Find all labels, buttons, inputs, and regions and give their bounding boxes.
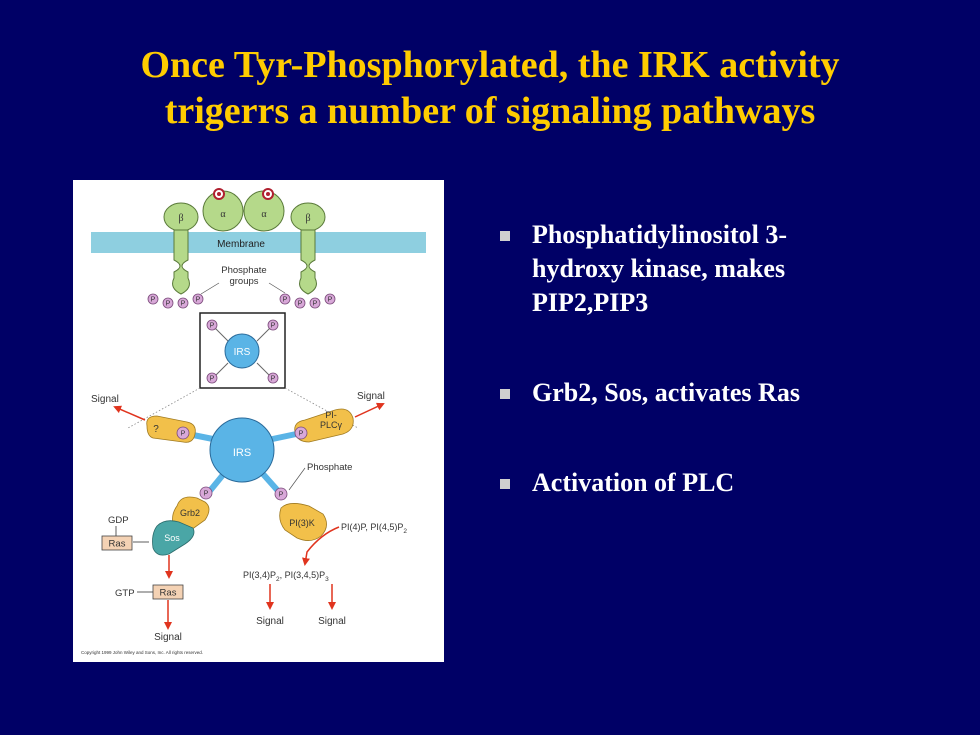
bullet-item-pi3k: Phosphatidylinositol 3- hydroxy kinase, … bbox=[496, 218, 896, 320]
svg-text:P: P bbox=[181, 431, 186, 438]
irs-hub-label: IRS bbox=[233, 447, 251, 459]
svg-text:P: P bbox=[328, 297, 333, 304]
svg-text:IRS: IRS bbox=[234, 347, 251, 358]
svg-text:?: ? bbox=[153, 424, 159, 435]
membrane-label: Membrane bbox=[217, 239, 265, 250]
slide-title-line-1: Once Tyr-Phosphorylated, the IRK activit… bbox=[140, 44, 840, 86]
receptor-alpha-subunits: α α bbox=[202, 188, 285, 232]
svg-text:P: P bbox=[204, 491, 209, 498]
svg-text:P: P bbox=[313, 301, 318, 308]
slide-title: Once Tyr-Phosphorylated, the IRK activit… bbox=[0, 42, 980, 134]
signal-label-ras: Signal bbox=[154, 632, 182, 643]
svg-text:Ras: Ras bbox=[160, 588, 177, 599]
grb2-adaptor: P Grb2 bbox=[172, 486, 213, 532]
bullet-square-icon bbox=[500, 389, 510, 399]
svg-text:P: P bbox=[181, 301, 186, 308]
svg-text:P: P bbox=[279, 492, 284, 499]
svg-text:P: P bbox=[271, 376, 276, 383]
ras-gdp: Ras bbox=[101, 535, 133, 551]
receptor-phosphates-right: P P P P bbox=[279, 293, 336, 309]
pip-products-label: PI(3,4)P2, PI(3,4,5)P3 bbox=[243, 570, 329, 583]
bullet-list: Phosphatidylinositol 3- hydroxy kinase, … bbox=[496, 218, 896, 500]
signal-label-top-right: Signal bbox=[357, 391, 385, 402]
svg-text:PLCγ: PLCγ bbox=[320, 420, 343, 430]
gtp-label: GTP bbox=[115, 588, 135, 599]
signal-label-pip3: Signal bbox=[318, 616, 346, 627]
copyright-notice: Copyright 1999 John Wiley and Sons, Inc.… bbox=[81, 650, 203, 655]
phosphate-groups-label-line-1: Phosphate bbox=[221, 265, 266, 276]
receptor-beta-left: β bbox=[163, 202, 199, 295]
svg-text:Sos: Sos bbox=[164, 533, 180, 543]
pi4p-label: PI(4)P, PI(4,5)P2 bbox=[341, 522, 407, 535]
pi-plc-gamma: PI- PLCγ P bbox=[294, 408, 354, 443]
alpha-label-right: α bbox=[261, 209, 267, 220]
svg-text:P: P bbox=[298, 301, 303, 308]
svg-text:P: P bbox=[283, 297, 288, 304]
signal-label-pip2: Signal bbox=[256, 616, 284, 627]
svg-text:P: P bbox=[210, 323, 215, 330]
bullet-item-grb2-sos: Grb2, Sos, activates Ras bbox=[496, 376, 896, 410]
alpha-label-left: α bbox=[220, 209, 226, 220]
svg-text:Ras: Ras bbox=[109, 539, 126, 550]
svg-text:P: P bbox=[196, 297, 201, 304]
gdp-label: GDP bbox=[108, 515, 129, 526]
pi3-kinase: P PI(3)K bbox=[274, 487, 327, 541]
svg-text:PI-: PI- bbox=[325, 410, 337, 420]
svg-text:β: β bbox=[178, 213, 183, 224]
ras-gtp: Ras bbox=[152, 584, 184, 600]
svg-text:P: P bbox=[166, 301, 171, 308]
slide-title-line-2: trigerrs a number of signaling pathways bbox=[164, 90, 816, 132]
signaling-diagram: Membrane α α β β P bbox=[73, 180, 444, 662]
unknown-adaptor: ? P bbox=[146, 415, 196, 443]
bullet-item-plc: Activation of PLC bbox=[496, 466, 896, 500]
svg-text:P: P bbox=[151, 297, 156, 304]
irs-inset: IRS P P P P bbox=[199, 312, 286, 389]
svg-text:P: P bbox=[299, 431, 304, 438]
bullet-square-icon bbox=[500, 479, 510, 489]
receptor-phosphates-left: P P P P bbox=[147, 293, 204, 309]
signal-label-top-left: Signal bbox=[91, 394, 119, 405]
sos-protein: Sos bbox=[152, 520, 195, 556]
svg-text:β: β bbox=[305, 213, 310, 224]
bullet-square-icon bbox=[500, 231, 510, 241]
svg-text:Grb2: Grb2 bbox=[180, 508, 200, 518]
irs-hub: IRS bbox=[182, 417, 302, 494]
svg-text:PI(3)K: PI(3)K bbox=[289, 518, 315, 528]
svg-text:P: P bbox=[210, 376, 215, 383]
receptor-beta-right: β bbox=[290, 202, 326, 295]
phosphate-label: Phosphate bbox=[307, 462, 352, 473]
svg-text:P: P bbox=[271, 323, 276, 330]
phosphate-groups-label-line-2: groups bbox=[229, 276, 258, 287]
